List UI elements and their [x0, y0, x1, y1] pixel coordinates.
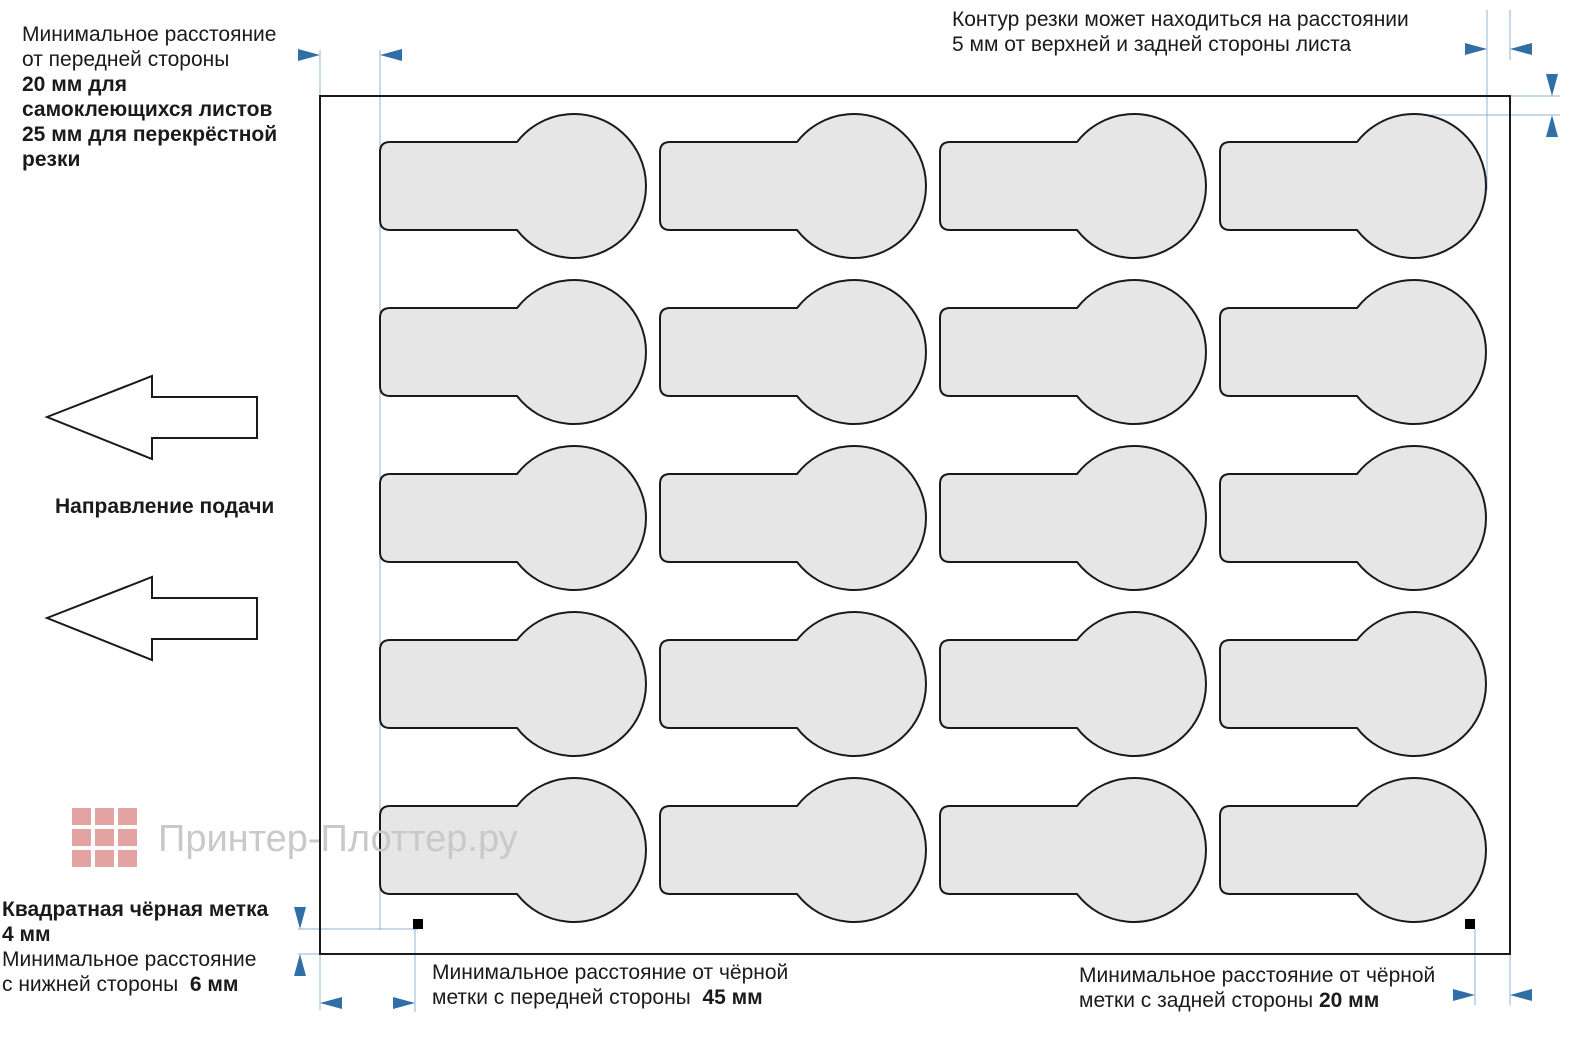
registration-marks — [413, 919, 1475, 929]
bottom-margin-value: 6 мм — [189, 973, 239, 996]
mark-rear-line1: Минимальное расстояние от чёрной — [1079, 964, 1436, 987]
dimension-arrow-icon — [320, 997, 342, 1009]
mark-front-line2: метки с передней стороны 45 мм — [432, 985, 788, 1010]
bottom-margin-prefix: с нижней стороны — [2, 973, 179, 996]
watermark-logo-cell — [118, 808, 137, 825]
front-margin-line3: 20 мм для — [22, 73, 128, 96]
mark-rear-note: Минимальное расстояние от чёрной метки с… — [1079, 963, 1435, 1013]
feed-direction-arrows — [44, 374, 258, 662]
feed-arrow-upper-icon — [44, 374, 258, 461]
mark-front-note: Минимальное расстояние от чёрной метки с… — [432, 960, 788, 1010]
watermark-logo-cell — [72, 850, 91, 867]
watermark-logo-cell — [72, 808, 91, 825]
watermark-logo-icon — [72, 808, 137, 867]
bottom-margin-line2: с нижней стороны 6 мм — [2, 972, 268, 997]
label-shape — [939, 777, 1207, 923]
label-shape — [379, 113, 647, 259]
dimension-arrow-icon — [1546, 74, 1558, 96]
sheet-outline — [319, 95, 1511, 955]
mark-front-value: 45 мм — [702, 986, 763, 1009]
top-rear-line1: Контур резки может находиться на расстоя… — [952, 8, 1409, 31]
top-rear-line2: 5 мм от верхней и задней стороны листа — [952, 33, 1352, 56]
dimension-arrow-icon — [298, 49, 320, 61]
dimension-arrow-icon — [1510, 43, 1532, 55]
feed-direction-label: Направление подачи — [55, 495, 275, 518]
label-shape — [659, 113, 927, 259]
watermark-logo-cell — [72, 829, 91, 846]
label-shape — [659, 611, 927, 757]
dimension-arrow-icon — [294, 954, 306, 976]
label-shape — [379, 279, 647, 425]
label-shape — [659, 445, 927, 591]
label-shape — [379, 611, 647, 757]
front-margin-line1: Минимальное расстояние — [22, 23, 277, 46]
label-grid — [379, 113, 1487, 923]
label-shape — [1219, 777, 1487, 923]
dimension-arrow-icon — [393, 997, 415, 1009]
top-rear-margin-note: Контур резки может находиться на расстоя… — [952, 7, 1409, 57]
front-margin-line4: самоклеющихся листов — [22, 98, 273, 121]
mark-rear-prefix: метки с задней стороны — [1079, 989, 1314, 1012]
label-shape — [1219, 445, 1487, 591]
watermark-logo-cell — [95, 808, 114, 825]
label-shape — [939, 113, 1207, 259]
watermark-text: Принтер-Плоттер.ру — [158, 818, 518, 860]
dimension-arrow-icon — [1510, 989, 1532, 1001]
watermark-logo-cell — [118, 829, 137, 846]
label-shape — [1219, 611, 1487, 757]
label-shape — [939, 445, 1207, 591]
dimension-arrow-icon — [294, 907, 306, 929]
black-mark-line2: 4 мм — [2, 923, 51, 946]
watermark-logo-cell — [95, 850, 114, 867]
label-shape — [379, 445, 647, 591]
label-shape — [379, 777, 647, 923]
dimension-arrow-icon — [1453, 989, 1475, 1001]
black-mark-rear — [1465, 919, 1475, 929]
front-margin-line2: от передней стороны — [22, 48, 230, 71]
mark-rear-value: 20 мм — [1318, 989, 1380, 1012]
watermark-logo-cell — [118, 850, 137, 867]
dimension-arrow-icon — [380, 49, 402, 61]
mark-front-line1: Минимальное расстояние от чёрной — [432, 961, 789, 984]
label-shape — [1219, 279, 1487, 425]
mark-front-prefix: метки с передней стороны — [432, 986, 691, 1009]
front-margin-line5: 25 мм для перекрёстной — [22, 123, 278, 146]
black-mark-front — [413, 919, 423, 929]
label-shape — [659, 777, 927, 923]
black-mark-line1: Квадратная чёрная метка — [2, 898, 269, 921]
mark-rear-line2: метки с задней стороны 20 мм — [1079, 988, 1435, 1013]
watermark-logo-cell — [95, 829, 114, 846]
label-shape — [659, 279, 927, 425]
label-shape — [939, 611, 1207, 757]
black-mark-note: Квадратная чёрная метка 4 мм Минимальное… — [2, 897, 268, 997]
front-margin-note: Минимальное расстояние от передней сторо… — [22, 22, 277, 172]
label-shape — [1219, 113, 1487, 259]
dimension-arrow-icon — [1546, 115, 1558, 137]
label-shape — [939, 279, 1207, 425]
bottom-margin-line1: Минимальное расстояние — [2, 948, 257, 971]
front-margin-line6: резки — [22, 148, 81, 171]
dimension-arrows — [294, 43, 1558, 1009]
feed-arrow-lower-icon — [44, 575, 258, 662]
dimension-arrow-icon — [1465, 43, 1487, 55]
